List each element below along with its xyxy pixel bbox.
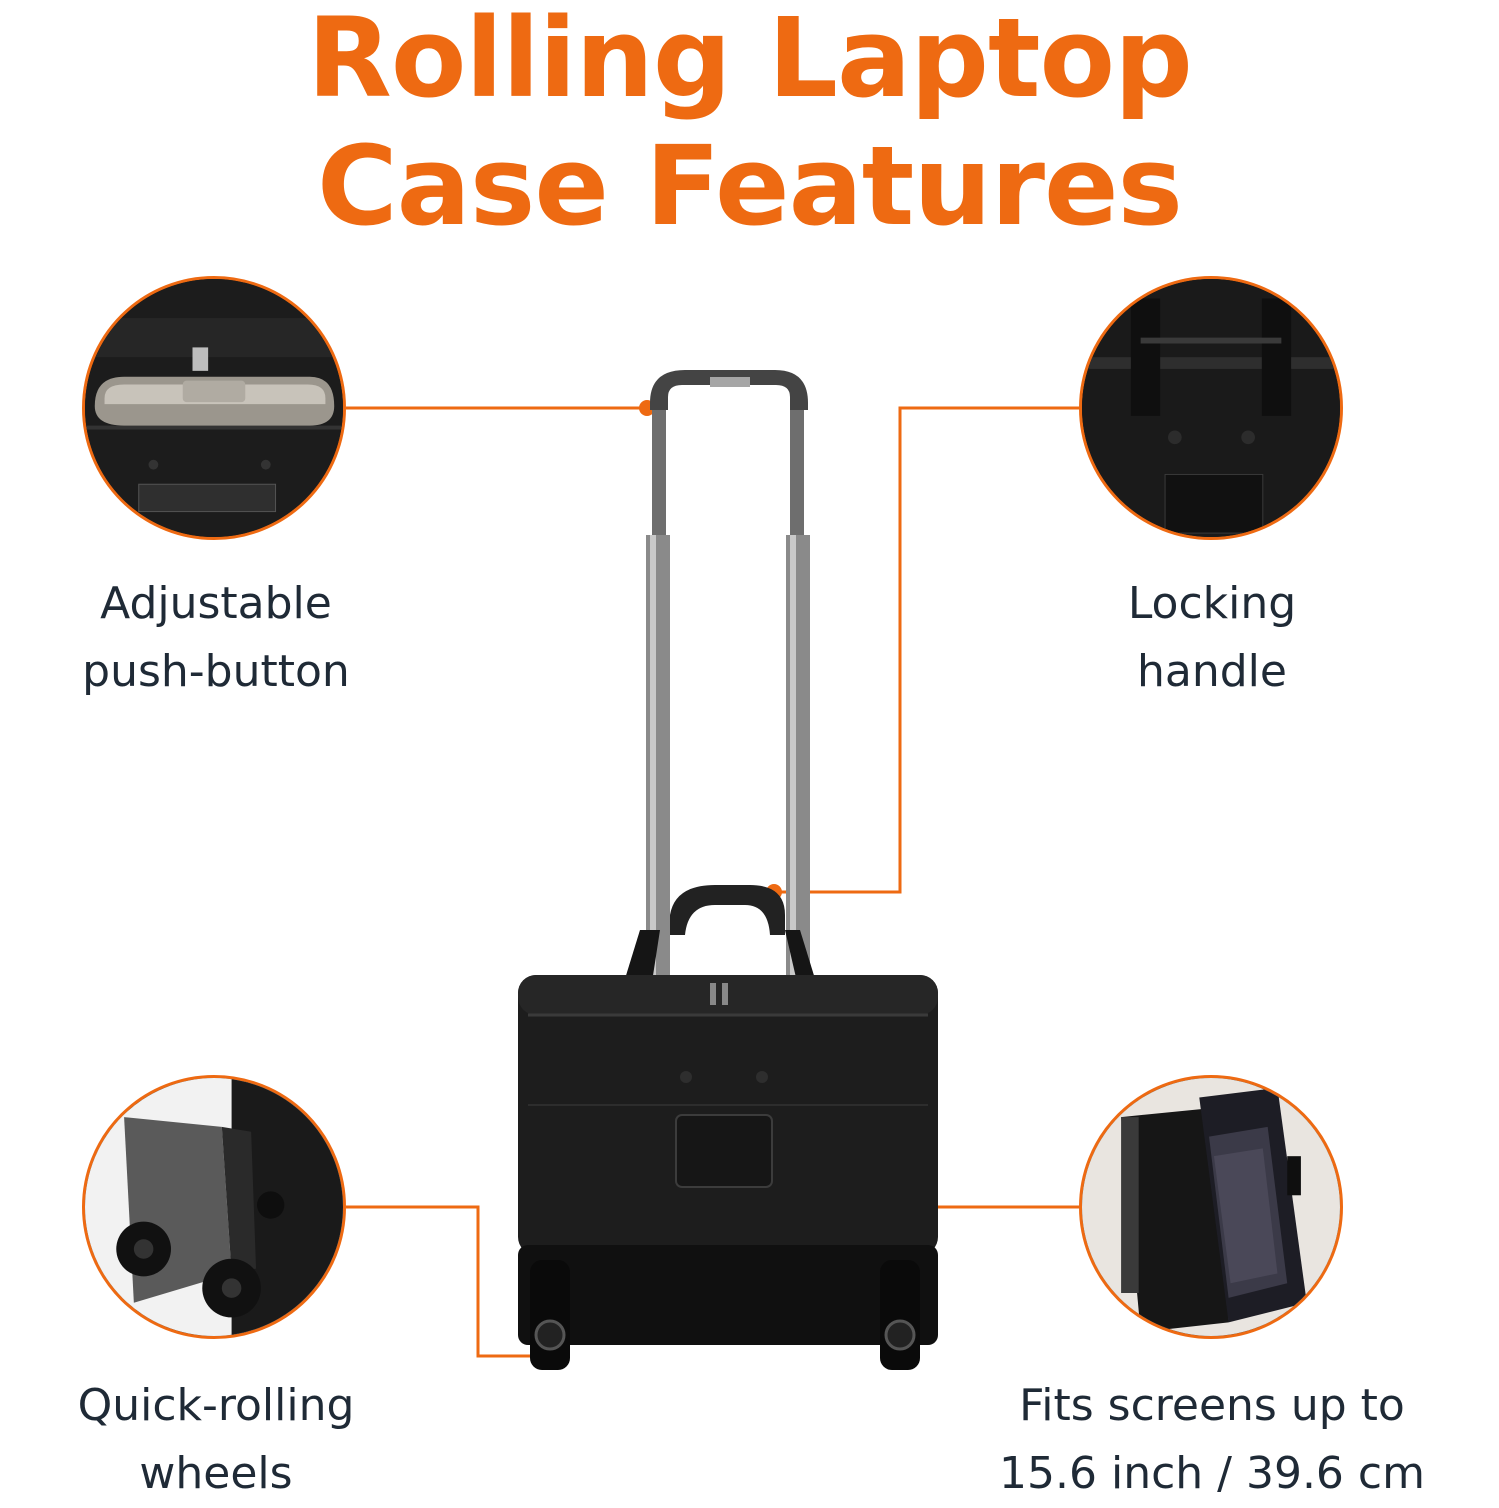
feature-label-screen-size-line2: 15.6 inch / 39.6 cm — [999, 1448, 1425, 1499]
wheels-closeup-image — [82, 1075, 346, 1339]
push-button-closeup-image — [82, 276, 346, 540]
feature-label-push-button-line2: push-button — [82, 646, 350, 697]
feature-label-locking-handle-line1: Locking — [1127, 578, 1297, 629]
feature-label-wheels-line1: Quick-rolling — [77, 1380, 355, 1431]
locking-handle-closeup-image — [1079, 276, 1343, 540]
feature-label-wheels-line2: wheels — [139, 1448, 293, 1499]
feature-label-screen-size-line1: Fits screens up to — [1019, 1380, 1405, 1431]
feature-label-push-button: Adjustable push-button — [46, 570, 386, 706]
feature-label-locking-handle-line2: handle — [1137, 646, 1287, 697]
laptop-compartment-closeup-image — [1079, 1075, 1343, 1339]
rolling-laptop-case-image — [518, 370, 938, 1370]
feature-label-locking-handle: Locking handle — [1042, 570, 1382, 706]
feature-label-screen-size: Fits screens up to 15.6 inch / 39.6 cm — [982, 1372, 1442, 1508]
title-line-1: Rolling Laptop — [307, 0, 1193, 122]
leader-line-wheels — [346, 1205, 543, 1358]
feature-label-push-button-line1: Adjustable — [100, 578, 332, 629]
leader-line-locking-handle — [774, 406, 1081, 894]
feature-label-wheels: Quick-rolling wheels — [46, 1372, 386, 1508]
title-line-2: Case Features — [316, 122, 1183, 250]
page-title: Rolling Laptop Case Features — [0, 0, 1499, 250]
